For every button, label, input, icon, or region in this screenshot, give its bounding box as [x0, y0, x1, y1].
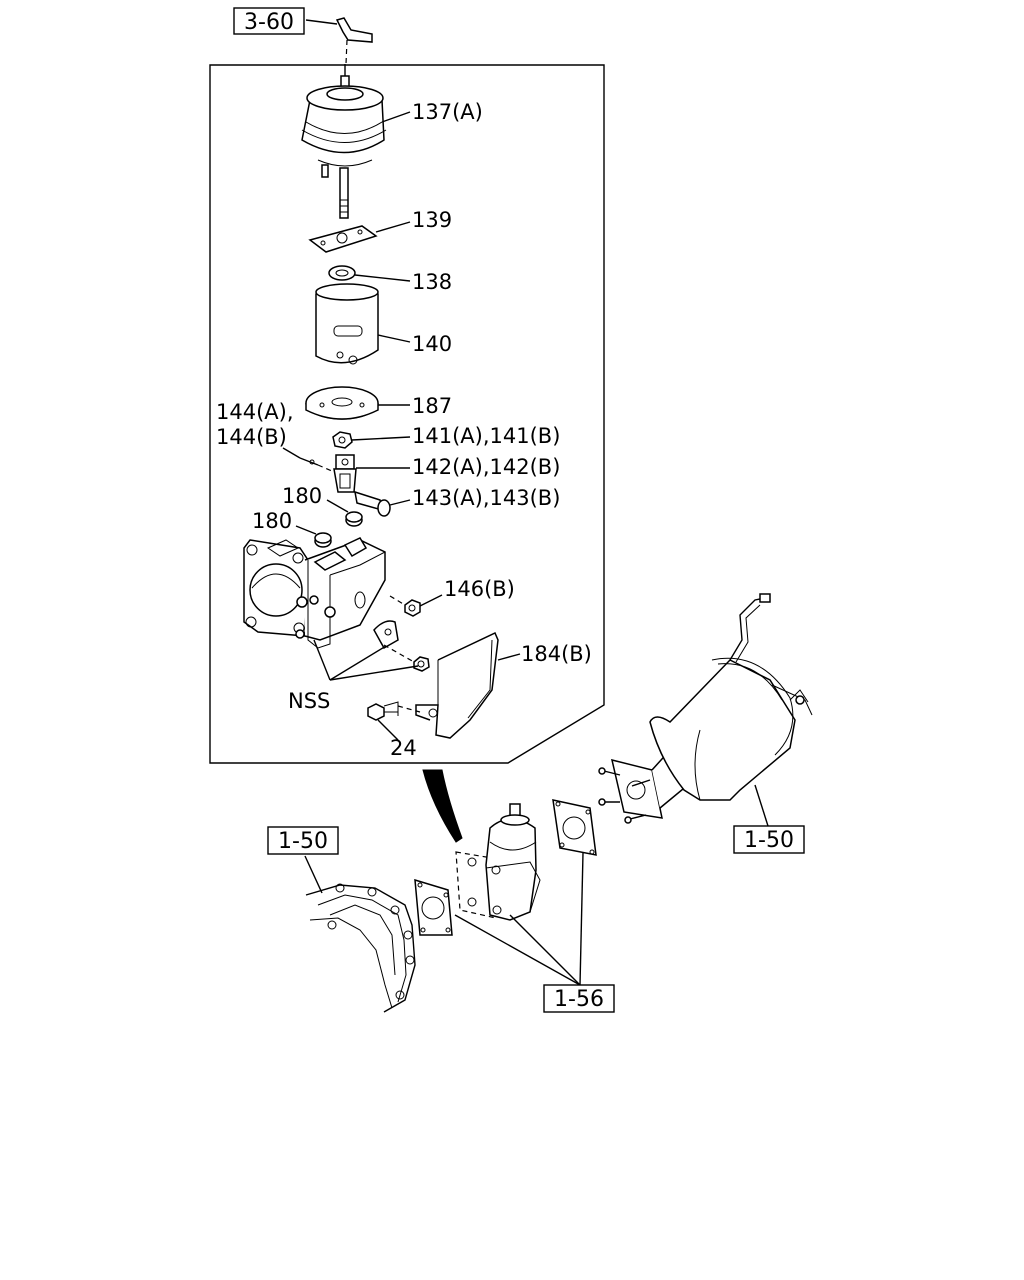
label-146: 146(B) — [444, 577, 515, 601]
label-144a: 144(A), — [216, 400, 294, 424]
label-140: 140 — [412, 332, 452, 356]
label-138: 138 — [412, 270, 452, 294]
installed-valve — [455, 803, 541, 921]
washer-138 — [328, 265, 356, 281]
ref-box-1-50-left[interactable]: 1-50 — [267, 826, 339, 855]
ref-1-56-text: 1-56 — [554, 987, 604, 1012]
label-144b: 144(B) — [216, 425, 287, 449]
label-142: 142(A),142(B) — [412, 455, 560, 479]
detail-frame — [209, 64, 605, 764]
label-143: 143(A),143(B) — [412, 486, 560, 510]
bushing-180-lower — [314, 532, 332, 548]
ref-box-3-60[interactable]: 3-60 — [233, 7, 305, 35]
exhaust-pipe-flange — [598, 758, 663, 824]
label-184: 184(B) — [521, 642, 592, 666]
exhaust-muffler — [649, 593, 813, 809]
label-139: 139 — [412, 208, 452, 232]
label-24: 24 — [390, 736, 417, 760]
label-187: 187 — [412, 394, 452, 418]
pin-144 — [299, 457, 335, 473]
nut-146 — [404, 599, 421, 617]
ref-3-60-text: 3-60 — [244, 10, 294, 35]
bolt-143 — [354, 490, 391, 517]
bushing-180-upper — [345, 511, 363, 527]
label-nss: NSS — [288, 689, 330, 713]
ref-box-1-56[interactable]: 1-56 — [543, 984, 615, 1013]
plate-139 — [308, 225, 378, 253]
plate-187 — [305, 386, 379, 420]
bolt-24 — [367, 701, 399, 721]
ref-1-50-right-text: 1-50 — [744, 828, 794, 853]
ref-box-1-50-right[interactable]: 1-50 — [733, 825, 805, 854]
label-141: 141(A),141(B) — [412, 424, 560, 448]
cover-140 — [315, 283, 379, 365]
ref-1-50-left-text: 1-50 — [278, 829, 328, 854]
gasket-left — [414, 878, 453, 936]
nut-141 — [332, 431, 353, 449]
vacuum-hose — [305, 17, 373, 65]
actuator-137 — [301, 64, 387, 219]
nut-nss — [413, 656, 430, 672]
heat-shield-184 — [415, 631, 499, 739]
detail-pointer — [422, 769, 463, 843]
label-180-upper: 180 — [282, 484, 322, 508]
label-180-lower: 180 — [252, 509, 292, 533]
label-137: 137(A) — [412, 100, 483, 124]
clevis-142 — [333, 454, 357, 493]
gasket-right — [552, 799, 597, 856]
exhaust-brake-valve-body — [243, 537, 399, 650]
exhaust-manifold — [305, 883, 416, 1013]
